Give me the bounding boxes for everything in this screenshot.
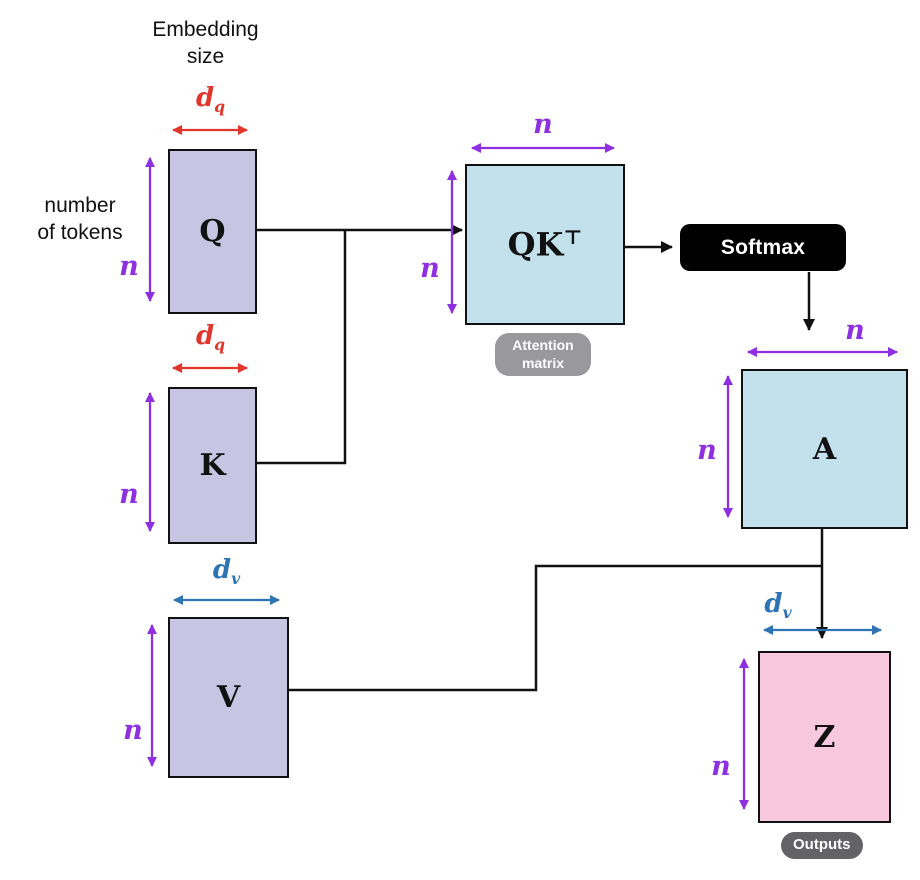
n-label-k: n — [119, 479, 139, 510]
n-label-qkt-left: n — [420, 253, 440, 284]
n-label-q: n — [119, 251, 139, 282]
connector-k-to-qkt — [254, 230, 347, 465]
dq-label-k: dq — [195, 321, 226, 355]
n-label-z-left: n — [711, 751, 731, 782]
n-label-qkt-top: n — [533, 109, 553, 140]
embedding-size-label: Embedding size — [152, 18, 259, 69]
matrix-v-label: V — [216, 680, 241, 715]
matrix-qkt: QK⊤ — [465, 164, 625, 325]
matrix-a: A — [741, 369, 908, 529]
matrix-a-label: A — [812, 431, 837, 467]
number-of-tokens-label: number of tokens — [37, 194, 123, 245]
matrix-k: K — [168, 387, 257, 544]
n-label-a-top: n — [845, 315, 865, 346]
matrix-q-label: Q — [199, 214, 226, 249]
matrix-qkt-label: QK⊤ — [507, 225, 583, 264]
matrix-z: Z — [758, 651, 891, 823]
dv-label-v: dv — [212, 555, 241, 589]
softmax-block: Softmax — [680, 224, 846, 271]
outputs-badge: Outputs — [781, 832, 863, 859]
matrix-v: V — [168, 617, 289, 778]
dq-label-q: dq — [195, 83, 226, 117]
matrix-z-label: Z — [813, 719, 836, 755]
attention-matrix-badge: Attention matrix — [495, 333, 591, 376]
dv-label-z: dv — [764, 589, 792, 623]
matrix-q: Q — [168, 149, 257, 314]
n-label-v: n — [123, 715, 143, 746]
n-label-a-left: n — [697, 435, 717, 466]
matrix-k-label: K — [199, 448, 226, 483]
connector-v-to-z — [287, 564, 823, 692]
